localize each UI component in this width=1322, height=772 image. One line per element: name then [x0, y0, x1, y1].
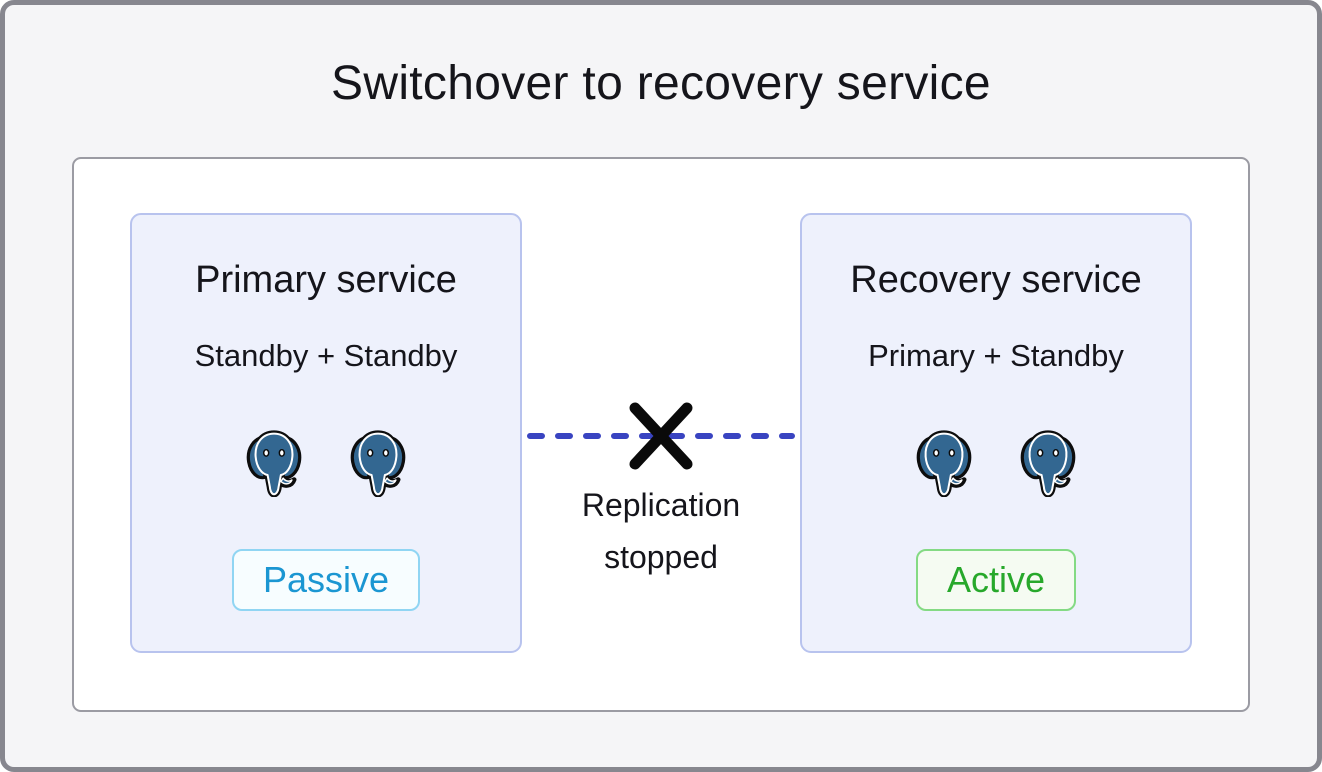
services-panel: Primary service Standby + Standby Passiv…	[72, 157, 1250, 712]
status-badge-passive: Passive	[231, 549, 421, 611]
replication-stopped-x-icon	[629, 402, 693, 470]
recovery-service-card: Recovery service Primary + Standby Activ…	[800, 213, 1192, 653]
primary-service-card: Primary service Standby + Standby Passiv…	[130, 213, 522, 653]
postgresql-elephant-icon	[346, 429, 410, 497]
replication-connector: Replication stopped	[522, 390, 800, 630]
card-subtitle: Primary + Standby	[868, 338, 1124, 373]
status-badge-active: Active	[915, 549, 1077, 611]
card-title: Primary service	[195, 259, 457, 301]
database-icons-row	[912, 429, 1080, 497]
card-title: Recovery service	[850, 259, 1142, 301]
page-title: Switchover to recovery service	[331, 57, 991, 110]
postgresql-elephant-icon	[912, 429, 976, 497]
postgresql-elephant-icon	[242, 429, 306, 497]
postgresql-elephant-icon	[1016, 429, 1080, 497]
card-subtitle: Standby + Standby	[194, 338, 458, 373]
database-icons-row	[242, 429, 410, 497]
replication-status-label: Replication stopped	[581, 487, 741, 575]
